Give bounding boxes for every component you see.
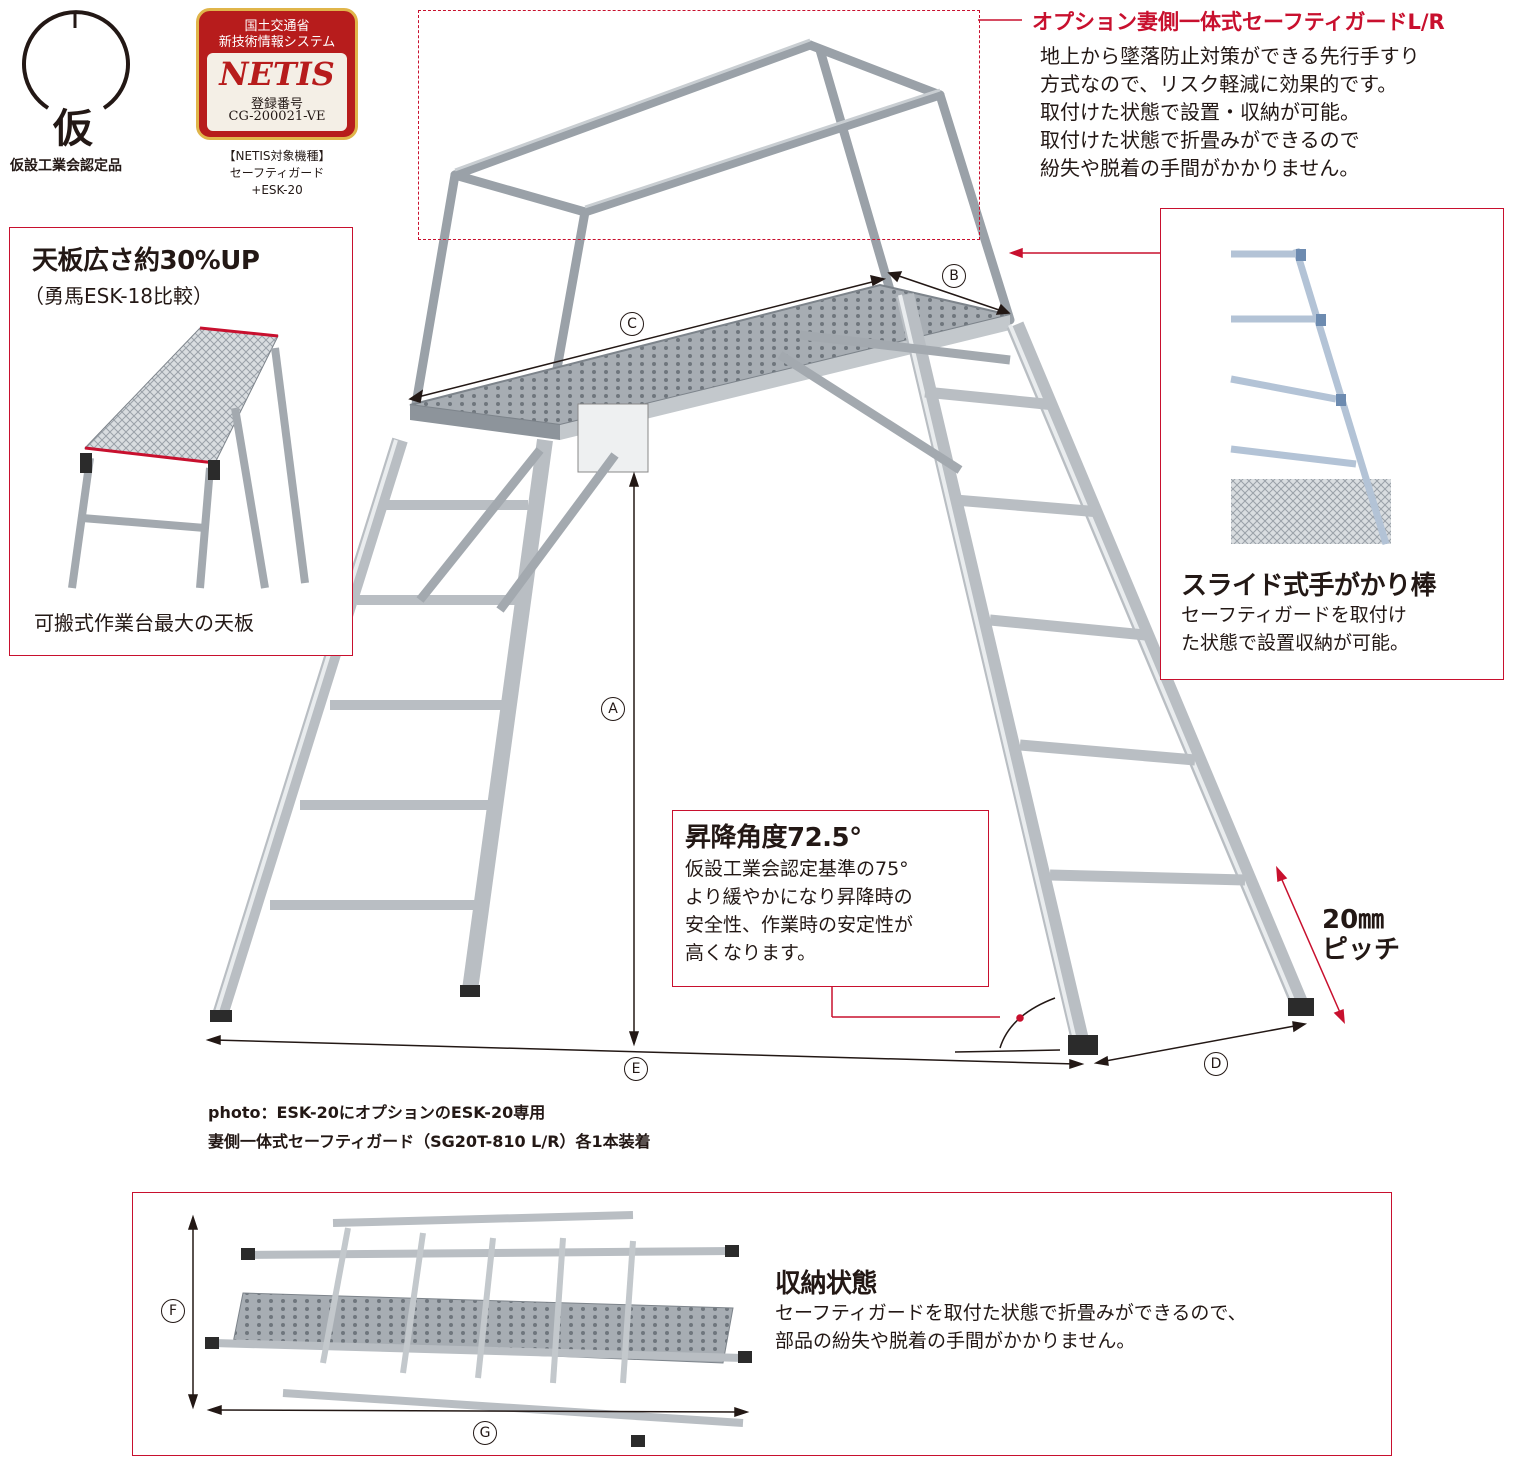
storage-line-2: 部品の紛失や脱着の手間がかかりません。 xyxy=(775,1330,1136,1352)
option-title: オプション妻側一体式セーフティガードL/R xyxy=(1032,10,1445,34)
photo-caption-line-1: photo：ESK-20にオプションのESK-20専用 xyxy=(208,1103,546,1122)
angle-title: 昇降角度72.5° xyxy=(685,823,862,853)
photo-caption: photo：ESK-20にオプションのESK-20専用 妻側一体式セーフティガー… xyxy=(208,1098,651,1156)
netis-target-label: 【NETIS対象機種】 xyxy=(223,149,331,163)
dim-marker-g: G xyxy=(473,1421,497,1445)
certification-mark: 仮 仮設工業会認定品 xyxy=(10,8,140,174)
guard-highlight-box xyxy=(418,10,980,240)
pitch-line-2: ピッチ xyxy=(1322,935,1401,965)
folded-platform-photo xyxy=(187,1211,752,1447)
pitch-label: 20㎜ ピッチ xyxy=(1322,905,1400,965)
top-plate-caption: 可搬式作業台最大の天板 xyxy=(34,611,254,635)
angle-line-3: 安全性、作業時の安定性が xyxy=(685,914,914,936)
netis-reg-number: CG-200021-VE xyxy=(228,109,326,124)
circle-cert-icon xyxy=(22,10,130,110)
top-plate-panel: 天板広さ約30%UP （勇馬ESK-18比較） 可搬式作業台最大の天板 xyxy=(9,227,353,656)
top-plate-subtitle: （勇馬ESK-18比較） xyxy=(24,284,214,308)
option-line-2: 方式なので、リスク軽減に効果的です。 xyxy=(1040,72,1398,96)
slide-line-1: セーフティガードを取付け xyxy=(1181,604,1407,626)
netis-panel: NETIS 登録番号 CG-200021-VE xyxy=(207,53,347,131)
dim-marker-b: B xyxy=(942,264,966,288)
angle-line-4: 高くなります。 xyxy=(685,942,817,964)
netis-logo: NETIS xyxy=(219,55,335,93)
slide-description: セーフティガードを取付け た状態で設置収納が可能。 xyxy=(1181,601,1409,657)
dim-marker-f: F xyxy=(161,1299,185,1323)
netis-line2: 新技術情報システム xyxy=(218,35,336,50)
top-plate-photo xyxy=(68,326,309,589)
slide-title: スライド式手がかり棒 xyxy=(1181,571,1437,601)
dim-marker-c: C xyxy=(620,312,644,336)
storage-description: セーフティガードを取付た状態で折畳みができるので、 部品の紛失や脱着の手間がかか… xyxy=(775,1299,1247,1355)
dim-marker-a: A xyxy=(601,697,625,721)
slide-handrail-panel: スライド式手がかり棒 セーフティガードを取付け た状態で設置収納が可能。 xyxy=(1160,208,1504,680)
angle-line-2: より緩やかになり昇降時の xyxy=(685,886,913,908)
netis-target: 【NETIS対象機種】 セーフティガード +ESK-20 xyxy=(196,148,358,199)
storage-line-1: セーフティガードを取付た状態で折畳みができるので、 xyxy=(775,1302,1247,1324)
option-line-1: 地上から墜落防止対策ができる先行手すり xyxy=(1040,44,1420,68)
option-line-3: 取付けた状態で設置・収納が可能。 xyxy=(1040,100,1360,124)
top-plate-title: 天板広さ約30%UP xyxy=(32,246,260,276)
slide-handrail-photo xyxy=(1230,247,1391,546)
option-description: 地上から墜落防止対策ができる先行手すり 方式なので、リスク軽減に効果的です。 取… xyxy=(1040,42,1420,182)
storage-panel: F G 収納状態 セーフティガードを取付た状態で折畳みができるので、 部品の紛失… xyxy=(132,1192,1392,1456)
option-line-4: 取付けた状態で折畳みができるので xyxy=(1040,128,1360,152)
photo-caption-line-2: 妻側一体式セーフティガード（SG20T-810 L/R）各1本装着 xyxy=(208,1132,651,1151)
angle-callout: 昇降角度72.5° 仮設工業会認定基準の75° より緩やかになり昇降時の 安全性… xyxy=(672,810,989,987)
dim-marker-d: D xyxy=(1204,1052,1228,1076)
angle-description: 仮設工業会認定基準の75° より緩やかになり昇降時の 安全性、作業時の安定性が … xyxy=(685,855,913,967)
pitch-line-1: 20㎜ xyxy=(1322,905,1385,935)
slide-line-2: た状態で設置収納が可能。 xyxy=(1181,632,1410,654)
netis-badge: 国土交通省 新技術情報システム NETIS 登録番号 CG-200021-VE xyxy=(196,8,358,140)
storage-title: 収納状態 xyxy=(775,1269,878,1299)
dim-marker-e: E xyxy=(624,1057,648,1081)
option-line-5: 紛失や脱着の手間がかかりません。 xyxy=(1040,156,1360,180)
netis-reg-label: 登録番号 xyxy=(250,97,303,112)
netis-line1: 国土交通省 xyxy=(244,19,310,34)
cert-glyph: 仮 xyxy=(53,105,93,152)
netis-target-item2: +ESK-20 xyxy=(251,183,303,197)
cert-caption: 仮設工業会認定品 xyxy=(10,158,122,174)
angle-line-1: 仮設工業会認定基準の75° xyxy=(685,858,909,880)
netis-target-item1: セーフティガード xyxy=(229,166,325,180)
